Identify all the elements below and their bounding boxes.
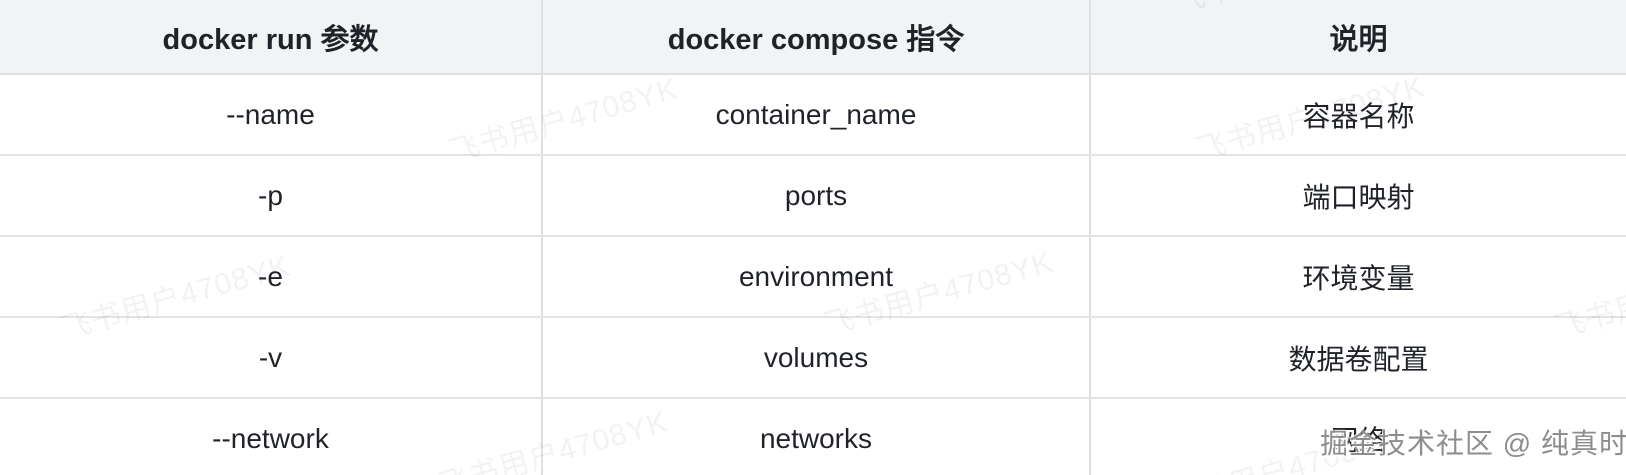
cell-compose-directive: volumes (542, 317, 1091, 399)
cell-description: 网络 (1090, 398, 1626, 475)
cell-compose-directive: environment (542, 236, 1091, 318)
cell-run-param: -p (0, 155, 543, 237)
table-header-row: docker run 参数 docker compose 指令 说明 (0, 0, 1626, 75)
table-row: -v volumes 数据卷配置 (0, 317, 1626, 399)
table-row: --network networks 网络 (0, 398, 1626, 475)
cell-description: 数据卷配置 (1090, 317, 1626, 399)
cell-compose-directive: networks (542, 398, 1091, 475)
table-row: -p ports 端口映射 (0, 155, 1626, 237)
cell-run-param: --network (0, 398, 543, 475)
cell-run-param: -e (0, 236, 543, 318)
cell-run-param: --name (0, 74, 543, 156)
cell-description: 环境变量 (1090, 236, 1626, 318)
column-header-description: 说明 (1090, 0, 1626, 75)
column-header-docker-compose-directive: docker compose 指令 (542, 0, 1091, 75)
cell-compose-directive: container_name (542, 74, 1091, 156)
table-row: -e environment 环境变量 (0, 236, 1626, 318)
cell-description: 容器名称 (1090, 74, 1626, 156)
cell-description: 端口映射 (1090, 155, 1626, 237)
column-header-docker-run-param: docker run 参数 (0, 0, 543, 75)
table-row: --name container_name 容器名称 (0, 74, 1626, 156)
cell-compose-directive: ports (542, 155, 1091, 237)
cell-run-param: -v (0, 317, 543, 399)
